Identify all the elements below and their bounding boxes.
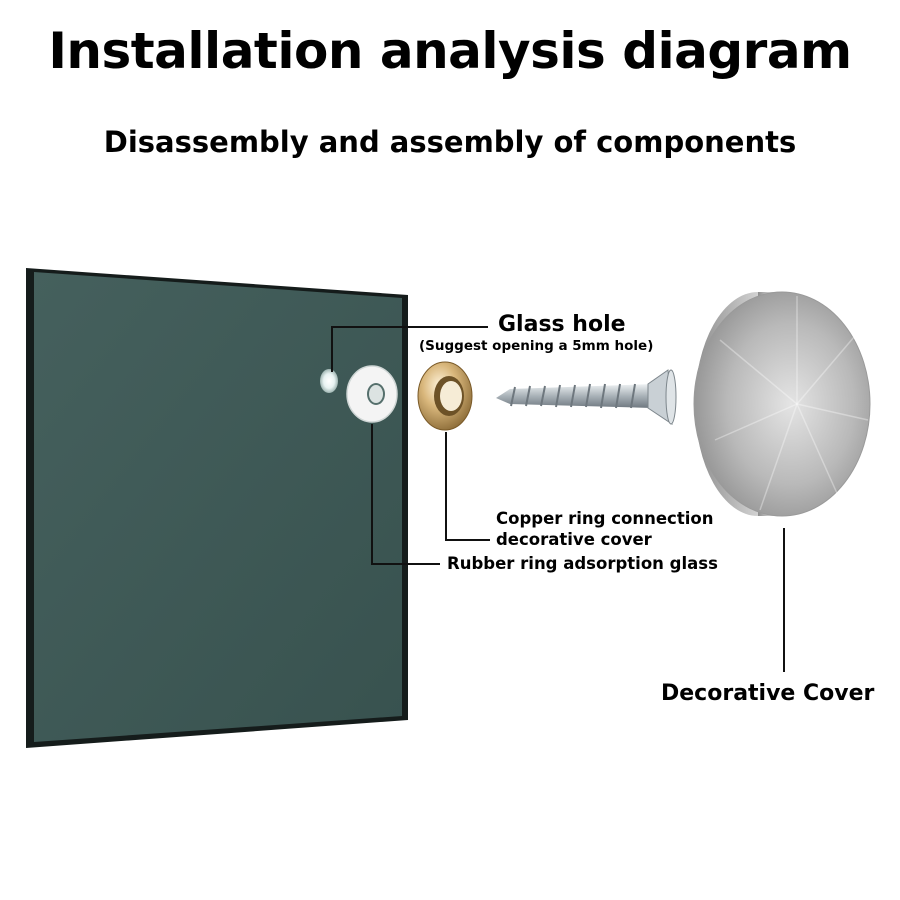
diagram-title: Installation analysis diagram: [48, 22, 852, 80]
leader-lines: [331, 326, 785, 672]
decorative-cover: [693, 291, 871, 517]
copper-ring-label-line1: Copper ring connection: [496, 509, 714, 528]
rubber-ring: [346, 365, 398, 423]
copper-ring-label: Copper ring connection decorative cover: [496, 508, 713, 550]
glass-hole: [320, 369, 338, 393]
copper-ring-label-line2: decorative cover: [496, 530, 652, 549]
decorative-cover-label: Decorative Cover: [661, 681, 875, 706]
diagram-subtitle: Disassembly and assembly of components: [103, 125, 797, 159]
copper-ring: [417, 361, 473, 431]
glass-hole-note: (Suggest opening a 5mm hole): [419, 338, 654, 354]
glass-hole-label: Glass hole: [498, 312, 626, 337]
glass-hole-leader: [331, 326, 488, 372]
rubber-ring-label: Rubber ring adsorption glass: [447, 554, 718, 573]
copper-ring-leader: [445, 432, 490, 541]
screw: [496, 369, 677, 425]
glass-panel: [26, 268, 408, 748]
rubber-ring-leader: [371, 424, 440, 565]
